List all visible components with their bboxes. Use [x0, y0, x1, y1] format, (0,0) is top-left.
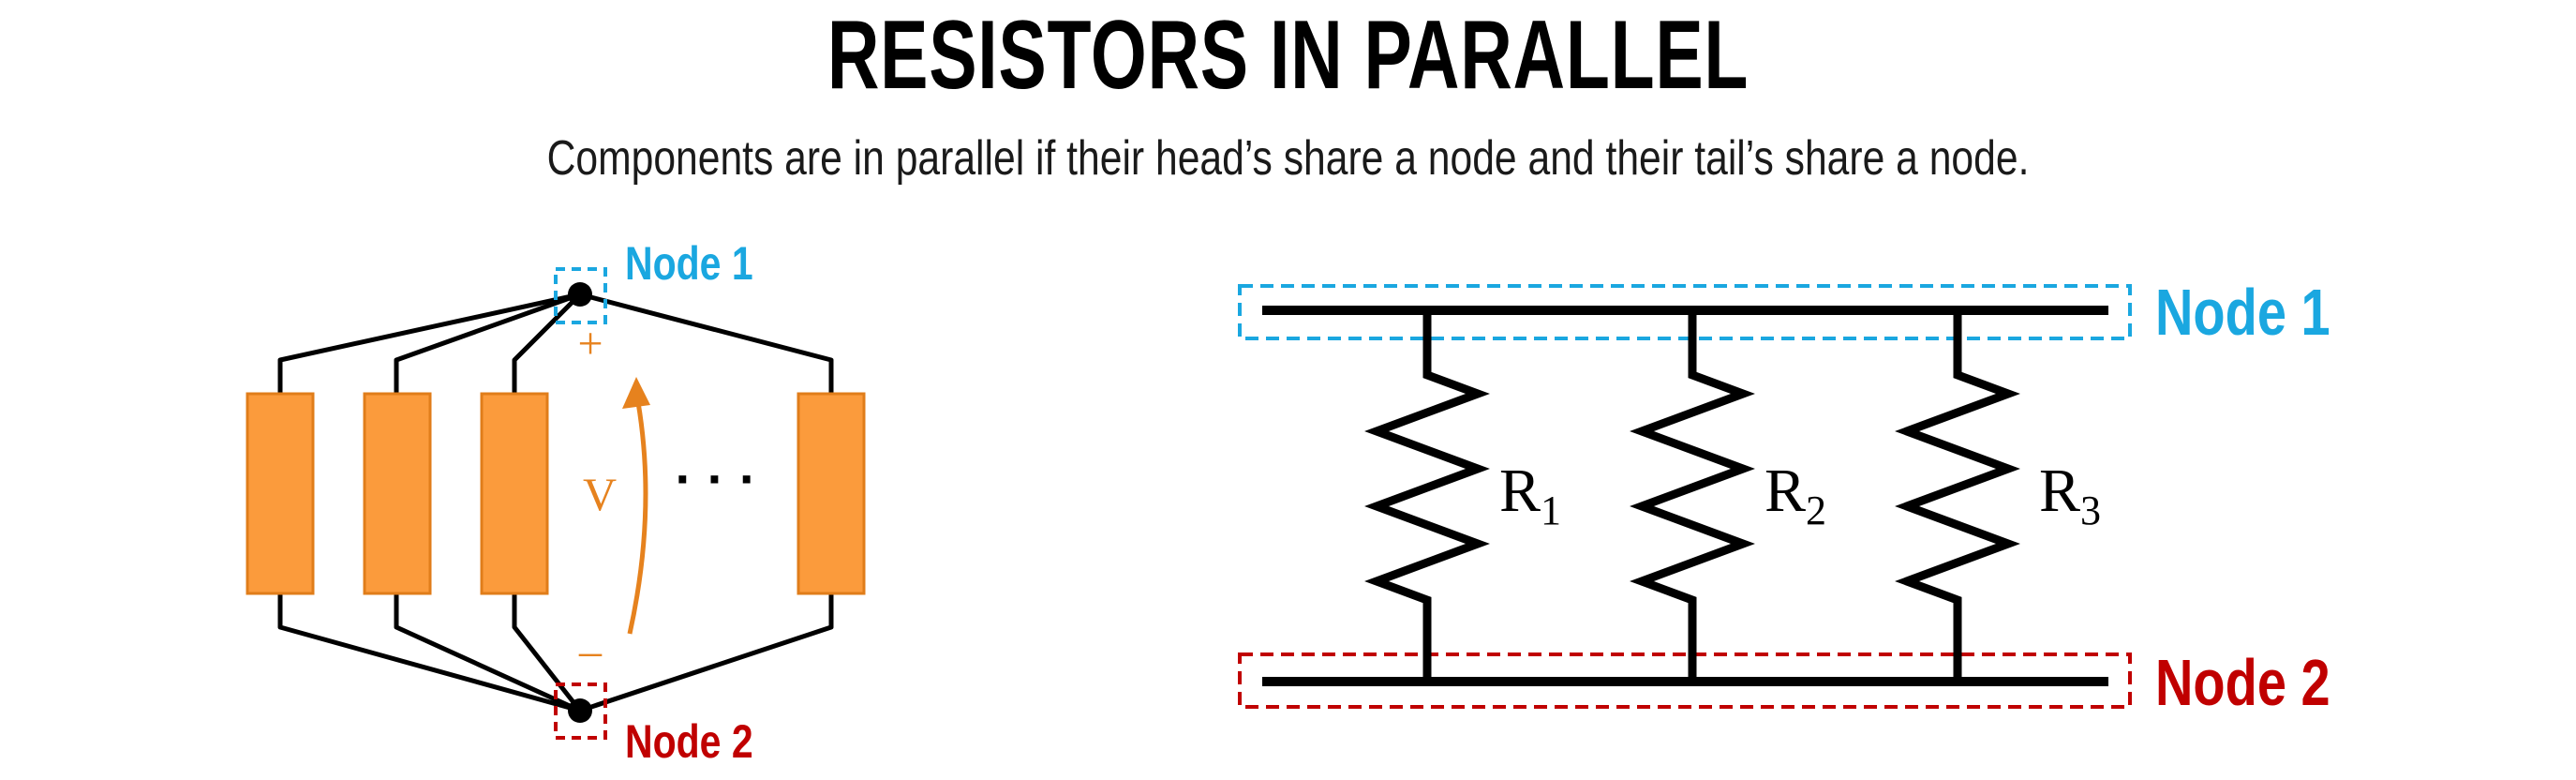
right-node1-box: [1238, 284, 2132, 340]
resistor-3-subscript: 3: [2080, 488, 2101, 533]
voltage-label: V: [583, 468, 617, 520]
left-node1-label: Node 1: [625, 237, 753, 290]
node2-box: [554, 682, 607, 740]
right-node2-box: [1238, 652, 2132, 709]
right-node1-label: Node 1: [2155, 277, 2330, 349]
resistor-blocks: [246, 392, 866, 595]
resistor-1-label: R1: [1499, 457, 1561, 533]
wire: [277, 593, 581, 713]
right-node2-label: Node 2: [2155, 647, 2330, 719]
left-circuit: Node 1 Node 2 + – V · · ·: [246, 237, 866, 768]
node1-box: [554, 267, 607, 324]
resistor-1-zigzag: [1364, 310, 1490, 682]
node1-dot: [568, 282, 592, 307]
wire: [579, 593, 834, 713]
resistor-2-label: R2: [1764, 457, 1826, 533]
wire: [394, 593, 582, 713]
resistor-block: [480, 392, 549, 595]
left-node2-label: Node 2: [625, 715, 753, 768]
voltage-arrow: [627, 391, 648, 635]
wire: [394, 292, 581, 394]
resistor-2-zigzag: [1630, 310, 1755, 682]
resistor-block: [246, 392, 315, 595]
resistor-2-letter: R: [1764, 457, 1806, 525]
page-title: RESISTORS IN PARALLEL: [826, 1, 1750, 110]
resistor-3-zigzag: [1895, 310, 2020, 682]
voltage-arrowhead: [622, 377, 650, 409]
minus-sign: –: [578, 626, 603, 676]
resistor-3-label: R3: [2039, 457, 2101, 533]
node2-dot: [568, 698, 592, 723]
resistor-3-letter: R: [2039, 457, 2080, 525]
resistor-2-subscript: 2: [1806, 488, 1826, 533]
wire: [277, 292, 581, 394]
plus-sign: +: [577, 319, 603, 368]
resistor-1-letter: R: [1499, 457, 1541, 525]
right-circuit: R1 R2 R3 Node 1 Node 2: [1238, 277, 2330, 719]
top-wires: [277, 292, 834, 394]
ellipsis: · · ·: [675, 449, 756, 508]
subtitle: Components are in parallel if their head…: [546, 131, 2030, 186]
wire: [579, 292, 834, 394]
wire: [512, 292, 582, 394]
resistor-1-subscript: 1: [1541, 488, 1561, 533]
resistor-block: [797, 392, 866, 595]
resistor-block: [363, 392, 432, 595]
